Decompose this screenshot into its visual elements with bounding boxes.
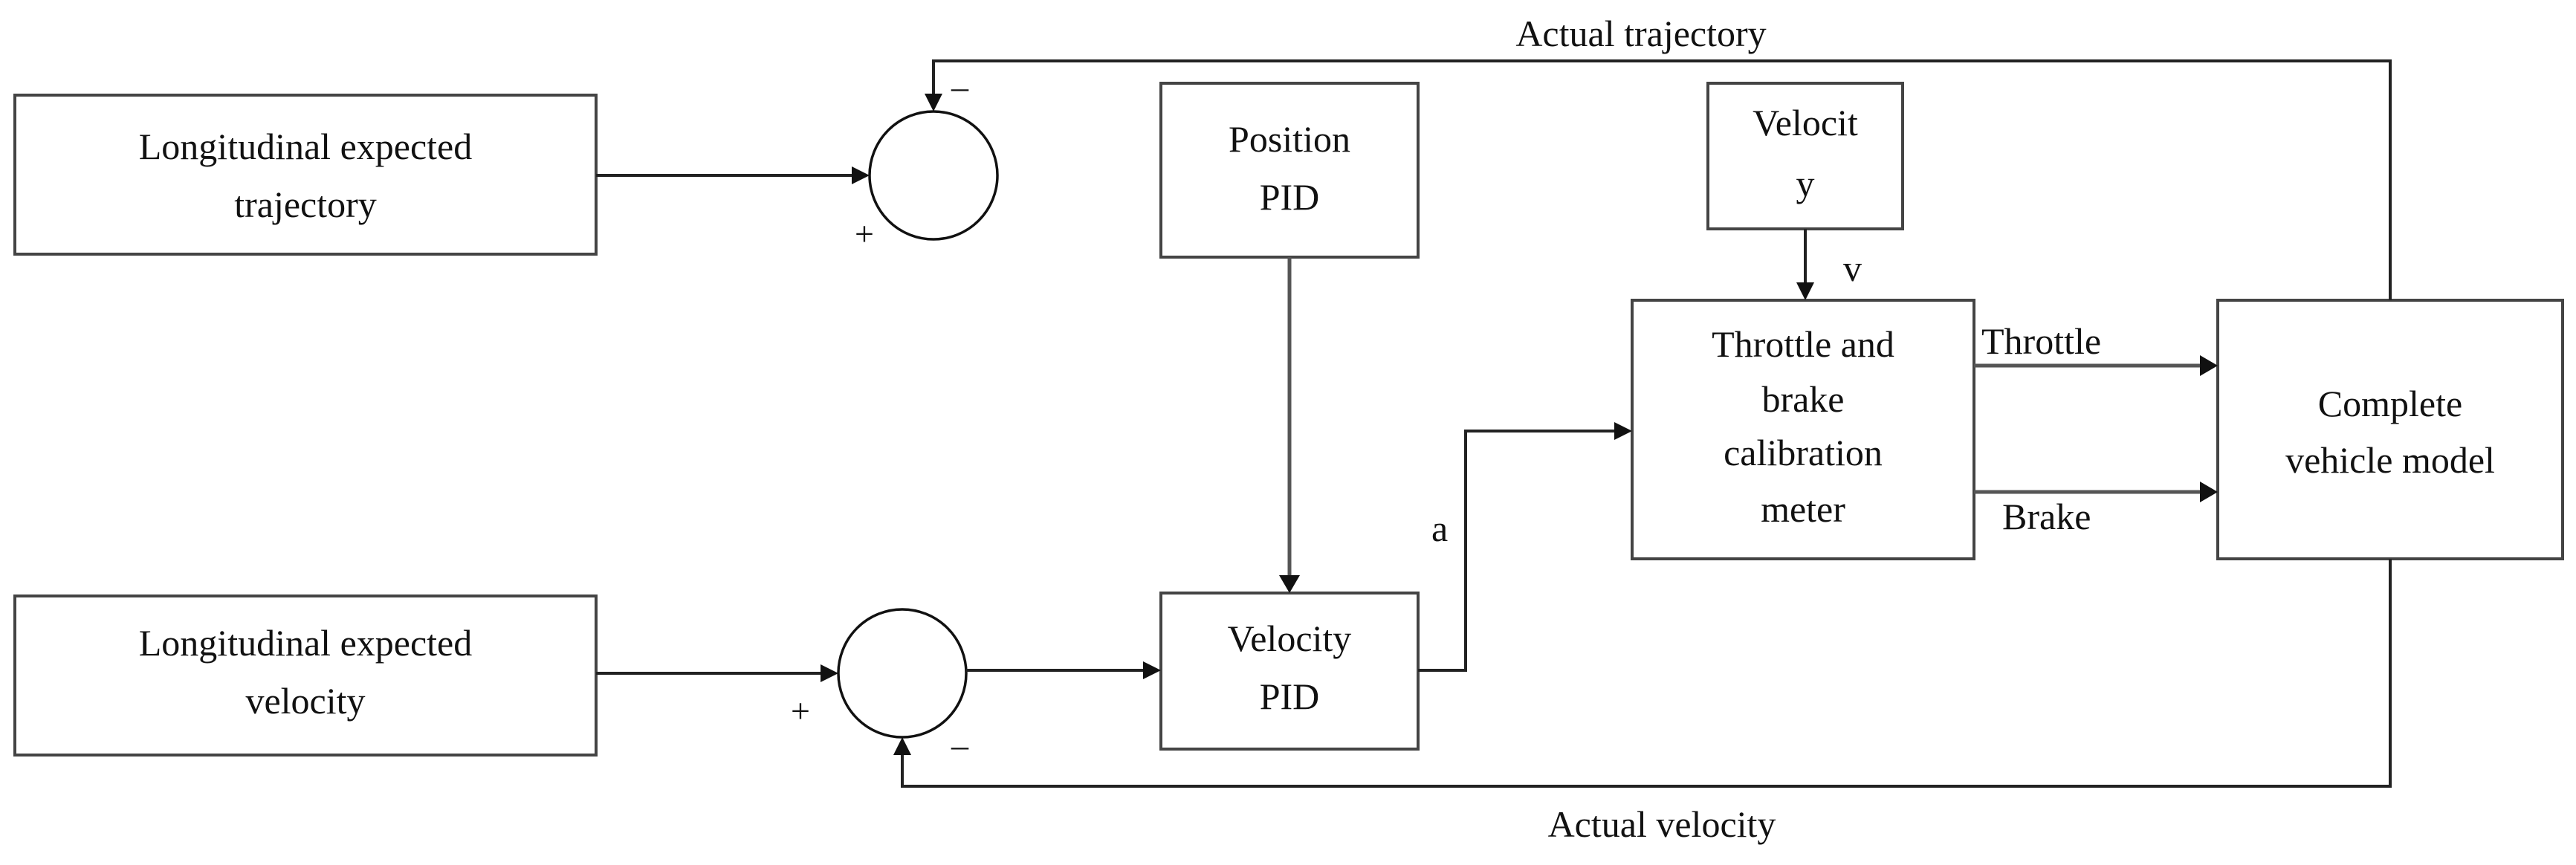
block-velocity-pid: Velocity PID bbox=[1159, 592, 1420, 751]
block-velocity-source: Velocit y bbox=[1706, 82, 1904, 230]
block-velocity-source-line1: Velocit bbox=[1753, 102, 1858, 143]
block-traj-expected-line2: trajectory bbox=[234, 184, 377, 225]
label-throttle: Throttle bbox=[1981, 320, 2101, 362]
block-velocity-source-line2: y bbox=[1796, 163, 1815, 204]
block-calibration-line3: calibration bbox=[1724, 432, 1883, 473]
sign-sum2-bottom: – bbox=[951, 726, 969, 764]
block-position-pid-line1: Position bbox=[1229, 118, 1350, 160]
label-v: v bbox=[1843, 247, 1862, 289]
label-actual-trajectory: Actual trajectory bbox=[1515, 13, 1766, 54]
wire-velocity-pid-to-calibration bbox=[1418, 422, 1632, 672]
block-position-pid-line2: PID bbox=[1260, 176, 1320, 218]
block-calibration-line1: Throttle and bbox=[1712, 323, 1894, 365]
block-vehicle-model: Complete vehicle model bbox=[2216, 299, 2564, 560]
block-vel-expected: Longitudinal expected velocity bbox=[13, 595, 598, 757]
wire-actual-trajectory-feedback bbox=[925, 59, 2392, 300]
block-velocity-pid-line1: Velocity bbox=[1228, 618, 1352, 659]
block-traj-expected: Longitudinal expected trajectory bbox=[13, 94, 598, 256]
wire-velocity-source-to-calibration bbox=[1796, 229, 1814, 300]
block-calibration-line4: meter bbox=[1761, 488, 1845, 530]
block-vel-expected-line2: velocity bbox=[245, 680, 365, 722]
label-a: a bbox=[1431, 508, 1448, 549]
wire-brake bbox=[1974, 482, 2218, 502]
block-traj-expected-line1: Longitudinal expected bbox=[139, 126, 472, 167]
label-brake: Brake bbox=[2002, 496, 2091, 537]
wire-sum-to-velocity-pid bbox=[966, 661, 1161, 679]
block-calibration-meter: Throttle and brake calibration meter bbox=[1631, 299, 1975, 560]
summing-junction-velocity bbox=[837, 608, 968, 739]
block-vehicle-model-line1: Complete bbox=[2318, 383, 2462, 424]
block-position-pid: Position PID bbox=[1159, 82, 1420, 259]
sign-sum2-left: + bbox=[791, 692, 810, 730]
block-vehicle-model-line2: vehicle model bbox=[2285, 439, 2495, 481]
summing-junction-trajectory bbox=[868, 110, 999, 241]
wire-throttle bbox=[1974, 355, 2218, 376]
wire-traj-to-sum bbox=[596, 166, 870, 184]
block-vel-expected-line1: Longitudinal expected bbox=[139, 622, 472, 664]
wire-actual-velocity-feedback bbox=[893, 559, 2392, 788]
sign-sum1-left: + bbox=[855, 215, 874, 253]
block-velocity-pid-line2: PID bbox=[1260, 676, 1320, 717]
block-calibration-line2: brake bbox=[1761, 378, 1844, 420]
wire-position-pid-to-velocity-pid bbox=[1279, 257, 1300, 593]
wire-vel-to-sum bbox=[596, 664, 838, 682]
label-actual-velocity: Actual velocity bbox=[1548, 803, 1776, 845]
sign-sum1-top: – bbox=[951, 68, 969, 106]
